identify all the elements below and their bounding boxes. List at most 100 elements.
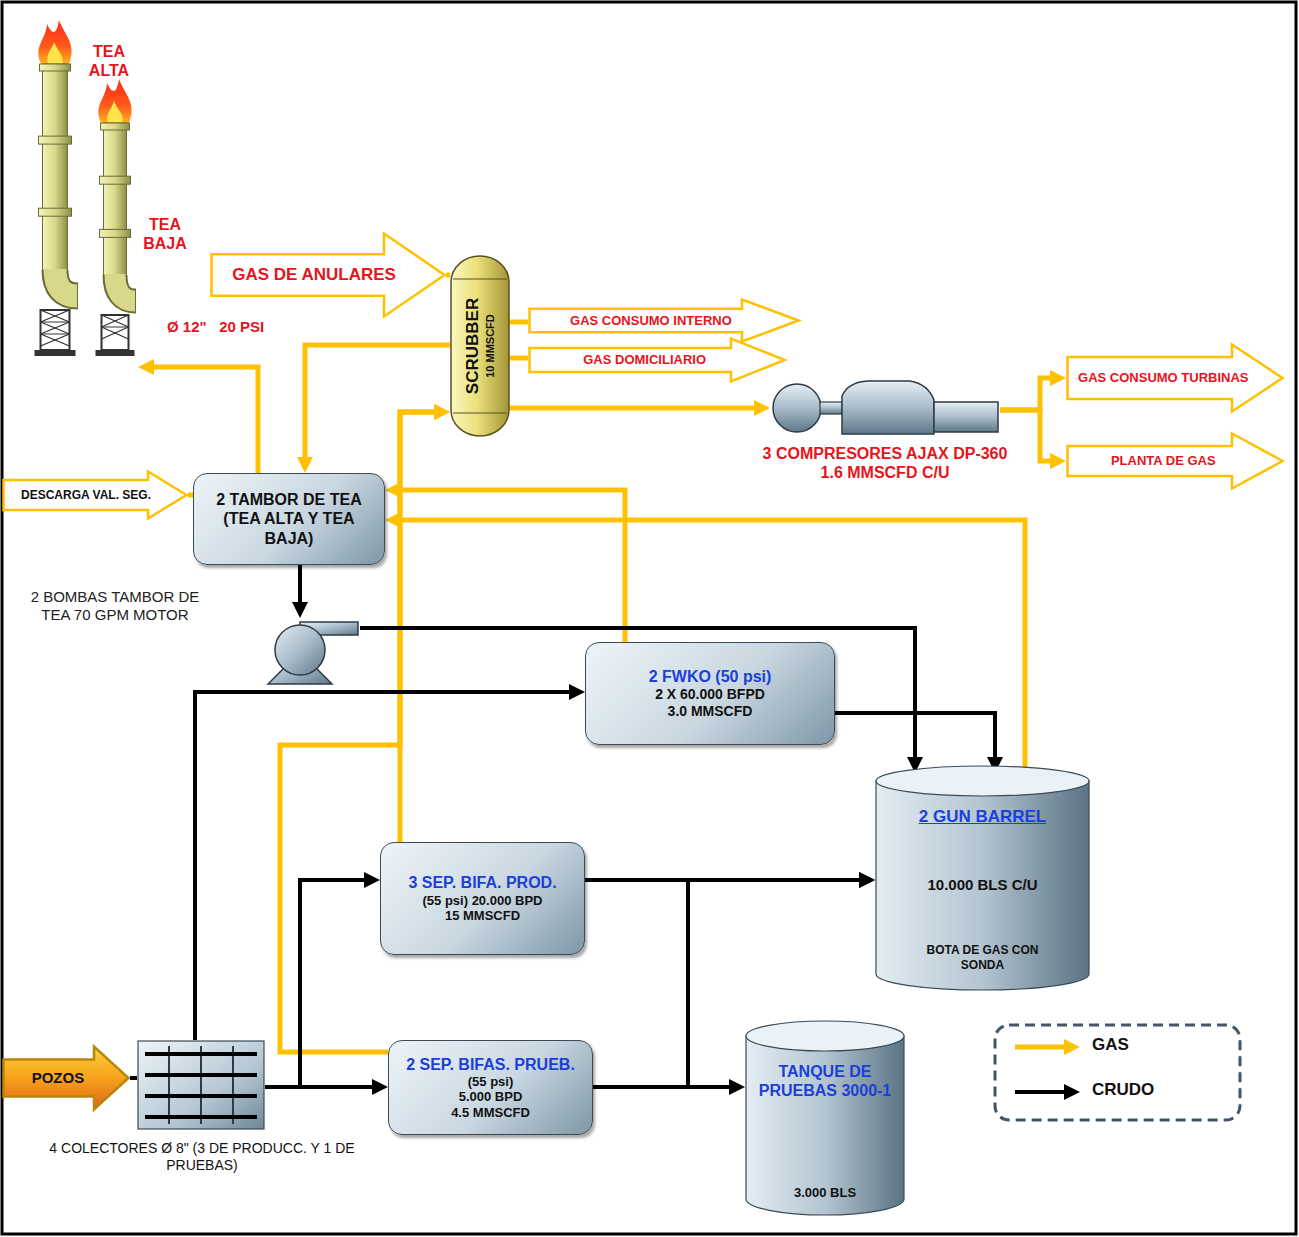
flare-illustration-part	[47, 42, 62, 64]
vessel-label: 2 TAMBOR DE TEA (TEA ALTA Y TEA BAJA)	[202, 490, 376, 548]
vessel-label: 3 SEP. BIFA. PROD.	[408, 873, 556, 892]
pump-illustration-part	[275, 625, 325, 675]
block-arrow-shape-part	[4, 1047, 129, 1110]
flare-illustration-part	[40, 64, 71, 71]
flare-illustration-part	[41, 322, 70, 334]
block-arrow-shape-part	[4, 472, 187, 519]
flare-illustration-part	[104, 123, 127, 275]
manifold-illustration-part	[145, 1094, 257, 1098]
gas-line	[305, 345, 450, 461]
flare-illustration-part	[55, 269, 77, 296]
block-arrow: GAS DE ANULARES	[210, 232, 446, 318]
flare-illustration-part	[38, 20, 71, 64]
gas-line	[397, 490, 625, 642]
tank-label: 3.000 BLS	[794, 1185, 856, 1201]
scrubber-vessel: SCRUBBER10 MMSCFD	[450, 255, 510, 437]
flare-illustration-part	[55, 270, 78, 296]
vessel-label: 3.0 MMSCFD	[668, 703, 753, 720]
tank-label: 2 GUN BARREL	[919, 807, 1047, 827]
compressor-illustration-part	[934, 402, 998, 432]
flare-illustration-part	[102, 315, 129, 316]
vessel-label: 5.000 BPD	[459, 1089, 523, 1105]
crude-line	[130, 1076, 137, 1080]
flare-illustration-part	[41, 310, 70, 311]
vessel-label: 2 SEP. BIFAS. PRUEB.	[406, 1055, 575, 1074]
process-vessel: 2 TAMBOR DE TEA (TEA ALTA Y TEA BAJA)	[193, 473, 385, 565]
compressor-illustration-part	[842, 381, 934, 434]
manifold-illustration-part	[200, 1046, 202, 1124]
tank-label: 10.000 BLS C/U	[927, 876, 1037, 894]
box-text-area: 2 TAMBOR DE TEA (TEA ALTA Y TEA BAJA)	[202, 490, 376, 548]
arrow-label: GAS CONSUMO TURBINAS	[1078, 370, 1248, 386]
vessel-label: (55 psi)	[468, 1074, 514, 1090]
manifold-illustration-part	[168, 1046, 170, 1124]
box-text-area: 2 SEP. BIFAS. PRUEB.(55 psi)5.000 BPD4.5…	[406, 1055, 575, 1121]
storage-tank: 2 GUN BARREL 10.000 BLS C/U BOTA DE GAS CO…	[875, 765, 1090, 990]
block-arrow-shape-part	[1068, 434, 1283, 489]
arrow-text-area: PLANTA DE GAS	[1070, 446, 1257, 476]
process-vessel: 3 SEP. BIFA. PROD.(55 psi) 20.000 BPD15 …	[380, 842, 585, 955]
manifold-illustration-part	[145, 1073, 257, 1077]
block-arrow-shape-part	[530, 339, 785, 382]
flare-illustration-part	[101, 123, 130, 130]
rotated-text-area: SCRUBBER10 MMSCFD	[450, 255, 510, 437]
manifold-label: 4 COLECTORES Ø 8" (3 DE PRODUCC. Y 1 DE …	[47, 1140, 357, 1174]
legend-crudo-head	[1064, 1084, 1080, 1100]
flare-illustration-part	[41, 310, 70, 350]
manifold-illustration-part	[138, 1041, 264, 1129]
flare-stack: TEA BAJA	[92, 85, 138, 372]
pump-illustration	[260, 618, 360, 686]
tank-text-area: TANQUE DE PRUEBAS 3000-1 3.000 BLS	[751, 1062, 899, 1201]
scrubber-shape-part	[453, 413, 507, 414]
tank-label: TANQUE DE PRUEBAS 3000-1	[751, 1062, 899, 1100]
flare-illustration	[30, 20, 80, 372]
flare-illustration-part	[39, 136, 72, 144]
arrow-text-area: POZOS	[6, 1060, 110, 1097]
flare-illustration-part	[39, 208, 72, 216]
compressor-illustration-part	[820, 402, 842, 414]
flare-illustration-part	[102, 315, 129, 350]
pump-symbol: 2 BOMBAS TAMBOR DE TEA 70 GPM MOTOR	[260, 618, 360, 686]
flare-label: TEA BAJA	[140, 215, 190, 253]
legend-label: GAS	[1092, 1035, 1129, 1055]
arrow-label: GAS DOMICILIARIO	[583, 352, 706, 368]
vessel-label: 10 MMSCFD	[484, 314, 497, 378]
vessel-label: SCRUBBER	[463, 298, 483, 394]
arrow-label: PLANTA DE GAS	[1111, 453, 1216, 469]
tank-text-area: 2 GUN BARREL 10.000 BLS C/U BOTA DE GAS CO…	[881, 807, 1084, 972]
tank-label: BOTA DE GAS CON SONDA	[918, 943, 1048, 972]
flare-illustration-part	[102, 315, 129, 327]
flare-illustration-part	[102, 327, 129, 328]
arrow-text-area: GAS DOMICILIARIO	[532, 348, 757, 372]
scrubber-shape-part	[451, 256, 509, 436]
legend-crudo-line	[1015, 1090, 1066, 1094]
arrow-label: GAS DE ANULARES	[232, 265, 396, 285]
line-label: Ø 12" 20 PSI	[165, 318, 266, 336]
arrow-text-area: GAS DE ANULARES	[214, 254, 414, 295]
compressor-label: 1.6 MMSCFD C/U	[735, 463, 1035, 482]
legend-box	[995, 1025, 1240, 1120]
manifold-illustration-part	[145, 1052, 257, 1056]
manifold-illustration	[137, 1040, 265, 1130]
gas-line	[397, 520, 1025, 773]
compressor-label: 3 COMPRESORES AJAX DP-360	[735, 444, 1035, 463]
storage-tank: TANQUE DE PRUEBAS 3000-1 3.000 BLS	[745, 1020, 905, 1215]
flare-illustration-part	[41, 322, 70, 334]
flare-illustration-part	[43, 64, 68, 270]
crude-line	[298, 565, 302, 606]
crude-line	[265, 1085, 376, 1089]
manifold-illustration-part	[145, 1115, 257, 1119]
block-arrow: POZOS	[2, 1045, 130, 1111]
flare-illustration-part	[41, 310, 70, 322]
flare-illustration-part	[98, 79, 131, 123]
compressor-illustration	[770, 378, 1000, 436]
box-text-area: 2 FWKO (50 psi)2 X 60.000 BFPD3.0 MMSCFD	[649, 667, 772, 720]
vessel-label: 2 FWKO (50 psi)	[649, 667, 772, 686]
gas-line	[1000, 378, 1054, 410]
arrow-text-area: GAS CONSUMO INTERNO	[532, 309, 770, 332]
manifold-symbol: 4 COLECTORES Ø 8" (3 DE PRODUCC. Y 1 DE …	[137, 1040, 265, 1130]
flare-illustration-part	[107, 101, 122, 123]
block-arrow: GAS DOMICILIARIO	[528, 337, 786, 383]
arrow-label: GAS CONSUMO INTERNO	[570, 313, 732, 329]
